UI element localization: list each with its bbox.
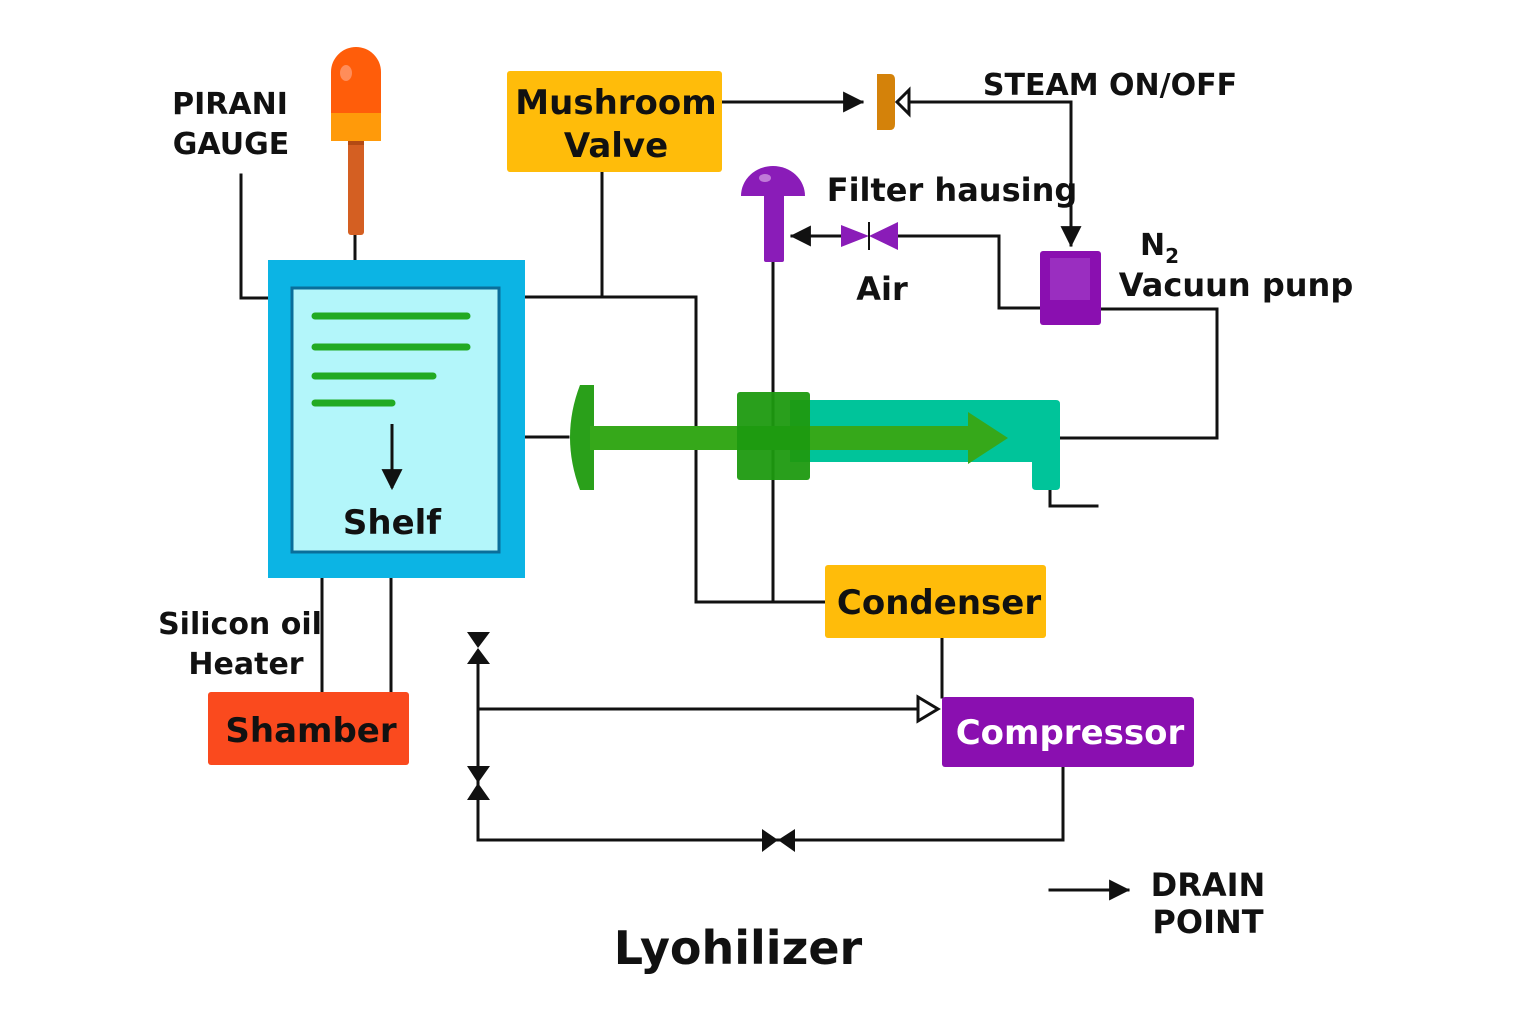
compressor-box[interactable]: Compressor [942, 697, 1194, 767]
pipe-lines [239, 91, 1219, 901]
loop-lower-line [476, 764, 1065, 842]
tube-drain-line [1048, 488, 1099, 508]
steam-valve-inlet-arrow-icon [894, 86, 911, 118]
steam-on-off-label: STEAM ON/OFF [983, 68, 1237, 103]
pirani-gauge-label-line1: PIRANI [172, 87, 288, 122]
drain-point-label-line2: POINT [1152, 903, 1263, 941]
plunger-arrow-icon [570, 385, 1008, 490]
loop-valve-top-icon[interactable] [467, 632, 490, 664]
compressor-inlet-arrow-icon [916, 694, 941, 724]
drain-point-label-line1: DRAIN [1151, 866, 1266, 904]
condenser-box[interactable]: Condenser [825, 565, 1046, 638]
filter-housing-icon [741, 166, 805, 262]
n2-subscript: 2 [1165, 244, 1179, 268]
filter-housing-label: Filter hausing [827, 171, 1078, 209]
pirani-leader-line [239, 173, 270, 300]
shamber-label: Shamber [225, 711, 396, 751]
steam-to-pump-line [908, 100, 1082, 248]
air-valve-icon[interactable] [841, 222, 898, 250]
compressor-label: Compressor [956, 713, 1185, 753]
diagram-title: Lyohilizer [614, 921, 863, 975]
pump-to-air-line [896, 234, 1042, 310]
loop-valve-bottom-icon[interactable] [467, 766, 490, 800]
pirani-gauge-label-line2: GAUGE [173, 127, 289, 162]
condenser-label: Condenser [837, 583, 1041, 623]
shelf-label: Shelf [343, 503, 442, 543]
mushroom-valve-box[interactable]: Mushroom Valve [507, 71, 722, 172]
shamber-box[interactable]: Shamber [208, 692, 409, 765]
loop-valve-horizontal-icon[interactable] [762, 829, 795, 852]
mushroom-valve-label-line2: Valve [564, 126, 668, 166]
air-label: Air [856, 270, 908, 308]
pump-to-condenser-line [1058, 307, 1219, 440]
drying-chamber [268, 260, 525, 578]
pirani-gauge-icon [331, 47, 381, 235]
silicon-oil-heater-label-line1: Silicon oil [158, 607, 322, 642]
mushroom-valve-label-line1: Mushroom [515, 83, 716, 123]
n2-label: N2 [1140, 228, 1179, 268]
silicon-oil-heater-label-line2: Heater [188, 647, 303, 682]
vacuum-pump-box[interactable] [1040, 251, 1101, 325]
n2-text: N [1140, 228, 1165, 263]
steam-valve-icon[interactable] [877, 74, 895, 130]
vacuum-pump-label: Vacuun punp [1119, 266, 1353, 304]
